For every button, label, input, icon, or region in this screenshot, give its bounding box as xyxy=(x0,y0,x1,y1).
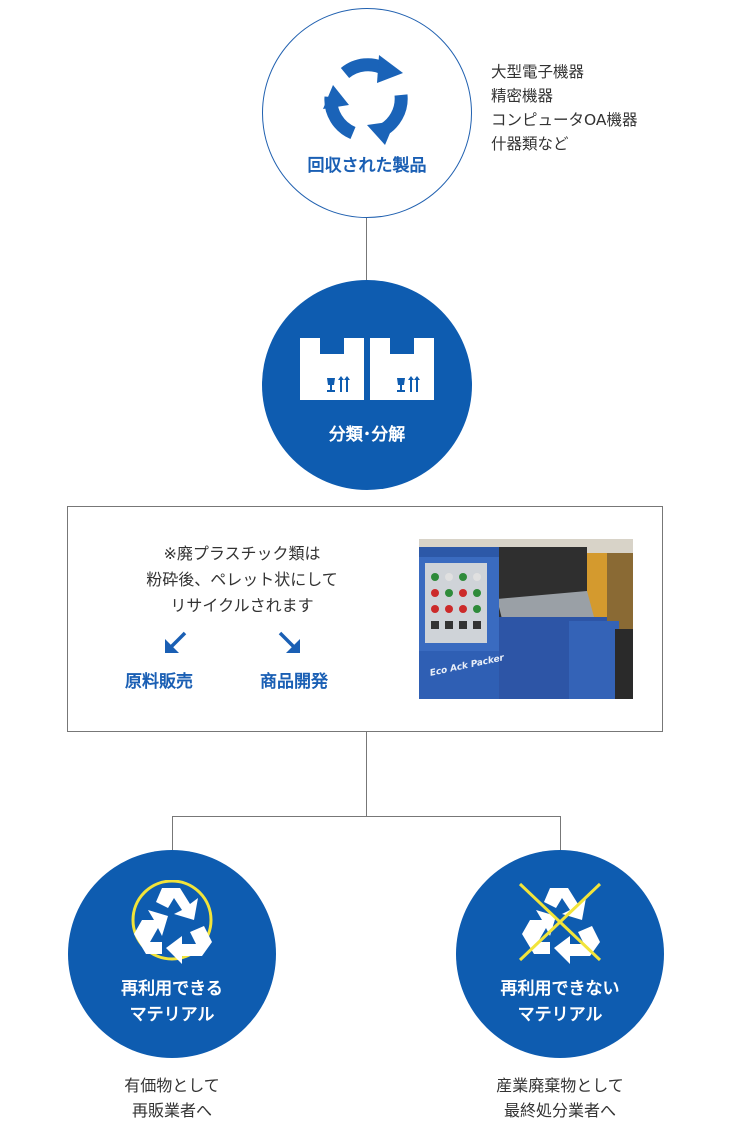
plastic-process-box: ※廃プラスチック類は 粉砕後、ペレット状にして リサイクルされます 原料販売 商… xyxy=(67,506,663,732)
recyclable-material-label: 再利用できる マテリアル xyxy=(68,976,276,1028)
non-recyclable-label-line2: マテリアル xyxy=(517,1005,603,1025)
plastic-process-text: ※廃プラスチック類は 粉砕後、ペレット状にして リサイクルされます xyxy=(122,541,362,619)
machine-illustration xyxy=(419,539,633,699)
list-item: コンピュータOA機器 xyxy=(491,111,638,129)
arrow-down-right-icon xyxy=(278,631,300,653)
non-recyclable-material-circle: 再利用できない マテリアル xyxy=(456,850,664,1058)
non-recyclable-label-line1: 再利用できない xyxy=(500,979,620,999)
process-line: ※廃プラスチック類は xyxy=(163,544,321,563)
crossed-recycle-icon xyxy=(518,882,602,964)
list-item: 精密機器 xyxy=(491,87,554,105)
recycle-triangle-icon xyxy=(131,880,213,964)
connector-branch-right xyxy=(560,816,561,852)
non-recyclable-note-line1: 産業廃棄物として xyxy=(496,1076,624,1095)
list-item: 什器類など xyxy=(491,135,569,153)
recyclable-material-circle: 再利用できる マテリアル xyxy=(68,850,276,1058)
packer-machine-photo: Eco Ack Packer xyxy=(419,539,633,699)
list-item: 大型電子機器 xyxy=(491,63,585,81)
raw-material-sales-label: 原料販売 xyxy=(125,672,193,692)
process-line: リサイクルされます xyxy=(170,596,314,615)
recyclable-note-line1: 有価物として xyxy=(124,1076,220,1095)
recyclable-note-line2: 再販業者へ xyxy=(131,1101,212,1120)
sort-disassemble-circle: 分類･分解 xyxy=(262,280,472,490)
collected-products-circle: 回収された製品 xyxy=(262,8,472,218)
connector-1-2 xyxy=(366,214,367,282)
recyclable-label-line1: 再利用できる xyxy=(121,979,223,999)
connector-box-down xyxy=(366,731,367,817)
product-development-label: 商品開発 xyxy=(260,672,328,692)
recyclable-label-line2: マテリアル xyxy=(129,1005,215,1025)
non-recyclable-note-line2: 最終処分業者へ xyxy=(503,1101,616,1120)
connector-branch-left xyxy=(172,816,173,852)
process-line: 粉砕後、ペレット状にして xyxy=(146,570,338,589)
collected-products-label: 回収された製品 xyxy=(307,156,427,176)
recycle-arrows-icon xyxy=(323,55,408,145)
non-recyclable-note: 産業廃棄物として 最終処分業者へ xyxy=(446,1073,674,1123)
boxes-icon xyxy=(300,338,434,400)
collected-products-list: 大型電子機器 精密機器 コンピュータOA機器 什器類など xyxy=(491,60,638,156)
arrow-down-left-icon xyxy=(165,631,187,653)
non-recyclable-material-label: 再利用できない マテリアル xyxy=(456,976,664,1028)
sort-disassemble-label: 分類･分解 xyxy=(328,425,406,445)
connector-branch-horizontal xyxy=(172,816,561,817)
recyclable-note: 有価物として 再販業者へ xyxy=(68,1073,276,1123)
